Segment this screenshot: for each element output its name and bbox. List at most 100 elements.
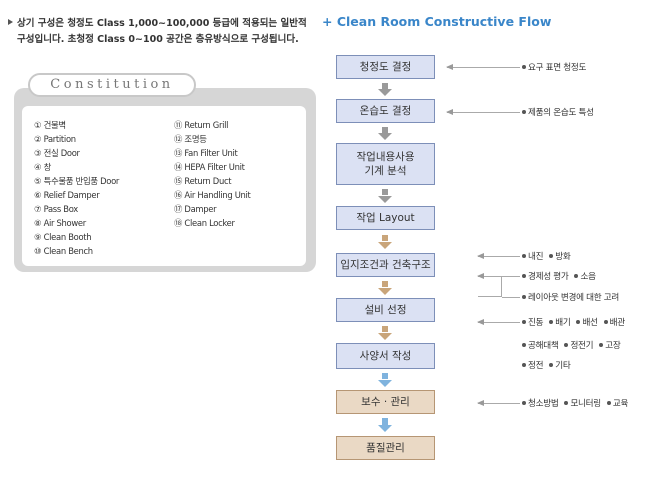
intro-text: 상기 구성은 청정도 Class 1,000~100,000 등급에 적용되는 …	[8, 16, 328, 48]
work-layout-box: 작업 Layout	[336, 206, 435, 230]
constitution-item: ⑰ Damper	[174, 204, 217, 214]
down-arrow-icon	[382, 418, 388, 425]
note-text: 제품의 온습도 특성	[528, 108, 594, 118]
left-arrow-icon	[477, 273, 484, 279]
note-text: 정전기	[570, 341, 594, 351]
note-text: 레이아웃 변경에 대한 고려	[528, 293, 619, 303]
note-n3a: 내진 방화	[522, 250, 576, 262]
note-n1: 요구 표면 청정도	[522, 61, 592, 73]
note-text: 교육	[612, 399, 629, 409]
bullet-icon	[522, 320, 526, 324]
left-arrow-icon	[446, 109, 453, 115]
note-text: 방화	[555, 252, 571, 262]
bullet-icon	[522, 363, 526, 367]
down-arrow-head-icon	[378, 332, 392, 340]
note-text: 내진	[528, 252, 544, 262]
constitution-item: ⑬ Fan Filter Unit	[174, 148, 238, 158]
bullet-icon	[564, 343, 569, 347]
down-arrow-icon	[382, 83, 388, 89]
note-n5: 청소방법 모니터링 교육	[522, 397, 634, 409]
bracket-line	[478, 276, 502, 297]
note-text: 청소방법	[528, 399, 559, 409]
note-text: 요구 표면 청정도	[528, 63, 587, 73]
note-n3b: 경제성 평가 소음	[522, 270, 602, 282]
leader-line	[447, 67, 520, 68]
leader-line	[478, 403, 520, 404]
bullet-icon	[564, 401, 569, 405]
bullet-icon	[549, 363, 554, 367]
down-arrow-icon	[382, 373, 388, 380]
constitution-item: ① 건물벽	[34, 120, 66, 130]
note-n4a: 진동 배기 배선 배관	[522, 316, 631, 328]
leader-line	[447, 112, 520, 113]
bullet-icon	[522, 343, 526, 347]
bullet-icon	[522, 295, 526, 299]
note-n2: 제품의 온습도 특성	[522, 106, 600, 118]
left-arrow-icon	[446, 64, 453, 70]
constitution-item: ⑱ Clean Locker	[174, 218, 235, 228]
triangle-bullet-icon	[8, 19, 13, 25]
constitution-item: ⑦ Pass Box	[34, 204, 78, 214]
down-arrow-icon	[382, 326, 388, 333]
constitution-item: ② Partition	[34, 134, 76, 144]
spec-writing-box: 사양서 작성	[336, 343, 435, 369]
constitution-item: ⑤ 특수물품 반입품 Door	[34, 176, 120, 186]
down-arrow-head-icon	[378, 287, 392, 295]
leader-line	[478, 256, 520, 257]
constitution-item: ⑮ Return Duct	[174, 176, 232, 186]
bullet-icon	[603, 320, 608, 324]
down-arrow-icon	[382, 234, 388, 242]
constitution-item: ⑥ Relief Damper	[34, 190, 100, 200]
bullet-icon	[576, 320, 581, 324]
bullet-icon	[522, 254, 526, 258]
site-structure-box: 입지조건과 건축구조	[336, 253, 435, 277]
note-text: 경제성 평가	[528, 272, 569, 282]
cleanliness-box: 청정도 결정	[336, 55, 435, 79]
maintenance-box: 보수 · 관리	[336, 390, 435, 414]
constitution-item: ⑧ Air Shower	[34, 218, 86, 228]
constitution-inner-panel	[22, 106, 306, 266]
left-arrow-icon	[477, 253, 484, 259]
note-text: 소음	[580, 272, 596, 282]
work-analysis-box: 작업내용사용 기계 분석	[336, 143, 435, 185]
bracket-line	[502, 297, 520, 298]
bullet-icon	[549, 254, 554, 258]
constitution-item: ⑭ HEPA Filter Unit	[174, 162, 245, 172]
note-text: 기타	[555, 361, 571, 371]
constitution-item: ⑫ 조명등	[174, 134, 207, 144]
down-arrow-icon	[382, 127, 388, 133]
down-arrow-head-icon	[378, 195, 392, 203]
note-text: 모니터링	[570, 399, 601, 409]
constitution-item: ⑨ Clean Booth	[34, 232, 92, 242]
bullet-icon	[599, 343, 604, 347]
bullet-icon	[522, 110, 526, 114]
quality-control-box: 품질관리	[336, 436, 435, 460]
down-arrow-head-icon	[378, 89, 392, 96]
temp-humidity-box: 온습도 결정	[336, 99, 435, 123]
bullet-icon	[522, 65, 526, 69]
bullet-icon	[522, 274, 526, 278]
intro-line-2: 구성입니다. 초청정 Class 0~100 공간은 층유방식으로 구성됩니다.	[17, 34, 299, 45]
constitution-item: ⑩ Clean Bench	[34, 246, 93, 256]
note-text: 배관	[609, 318, 626, 328]
bullet-icon	[549, 320, 554, 324]
leader-line	[478, 322, 520, 323]
note-text: 배선	[582, 318, 598, 328]
leader-line	[478, 276, 520, 277]
bullet-icon	[574, 274, 579, 278]
down-arrow-head-icon	[378, 133, 392, 140]
flow-title: + Clean Room Constructive Flow	[322, 14, 552, 29]
note-n3c: 레이아웃 변경에 대한 고려	[522, 291, 625, 303]
down-arrow-icon	[382, 189, 388, 196]
constitution-label: Constitution	[28, 73, 196, 97]
note-text: 진동	[528, 318, 544, 328]
bullet-icon	[522, 401, 526, 405]
bullet-icon	[606, 401, 611, 405]
equipment-select-box: 설비 선정	[336, 298, 435, 322]
note-text: 배기	[555, 318, 571, 328]
down-arrow-icon	[382, 281, 388, 288]
